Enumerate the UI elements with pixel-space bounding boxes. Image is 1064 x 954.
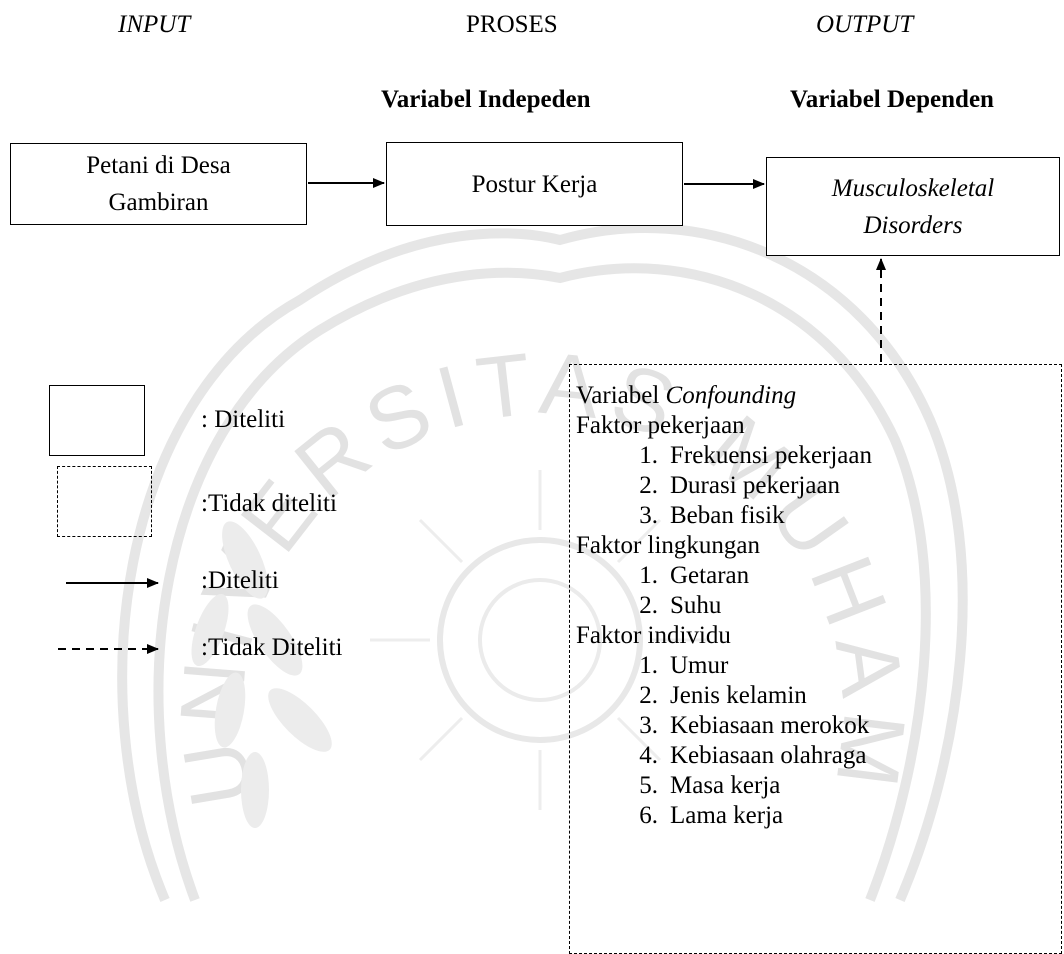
header-proses: PROSES	[466, 11, 558, 38]
legend-label-tidak-diteliti-arrow: :Tidak Diteliti	[201, 634, 343, 661]
confounding-title-italic: Confounding	[665, 382, 797, 409]
legend-dashed-box	[57, 466, 152, 537]
confounding-title-prefix: Variabel	[576, 382, 666, 409]
header-input: INPUT	[118, 11, 191, 38]
legend-solid-box	[49, 385, 145, 456]
confounding-title: Variabel Confounding	[576, 381, 796, 411]
box-musculoskeletal-disorders: Musculoskeletal Disorders	[766, 157, 1060, 256]
header-variabel-independen: Variabel Indepeden	[381, 86, 591, 113]
list-item: 1.Getaran	[639, 562, 750, 589]
legend-label-diteliti-arrow: :Diteliti	[201, 567, 279, 594]
box-postur-kerja-label: Postur Kerja	[471, 170, 598, 198]
list-item: 1.Umur	[639, 652, 729, 679]
list-item: 2.Durasi pekerjaan	[639, 472, 841, 499]
box-petani: Petani di Desa Gambiran	[10, 143, 307, 225]
box-petani-line2: Gambiran	[108, 189, 209, 216]
legend-label-tidak-diteliti-box: :Tidak diteliti	[201, 490, 337, 517]
list-item: 3.Kebiasaan merokok	[639, 712, 870, 739]
box-msd-line1: Musculoskeletal	[831, 174, 995, 202]
list-item: 2.Suhu	[639, 592, 722, 619]
list-item: 3.Beban fisik	[639, 502, 785, 529]
group-label-pekerjaan: Faktor pekerjaan	[576, 412, 745, 439]
list-item: 2.Jenis kelamin	[639, 682, 807, 709]
list-item: 4.Kebiasaan olahraga	[639, 742, 867, 769]
list-item: 5.Masa kerja	[639, 772, 781, 799]
box-petani-line1: Petani di Desa	[86, 152, 231, 179]
box-postur-kerja: Postur Kerja	[386, 142, 683, 226]
header-output: OUTPUT	[816, 11, 914, 38]
group-label-individu: Faktor individu	[576, 622, 731, 649]
header-variabel-dependen: Variabel Dependen	[790, 86, 994, 113]
group-label-lingkungan: Faktor lingkungan	[576, 532, 761, 559]
list-item: 6.Lama kerja	[639, 802, 784, 829]
box-msd-line2: Disorders	[863, 211, 963, 239]
legend-label-diteliti-box: : Diteliti	[201, 406, 286, 433]
list-item: 1.Frekuensi pekerjaan	[639, 442, 873, 469]
